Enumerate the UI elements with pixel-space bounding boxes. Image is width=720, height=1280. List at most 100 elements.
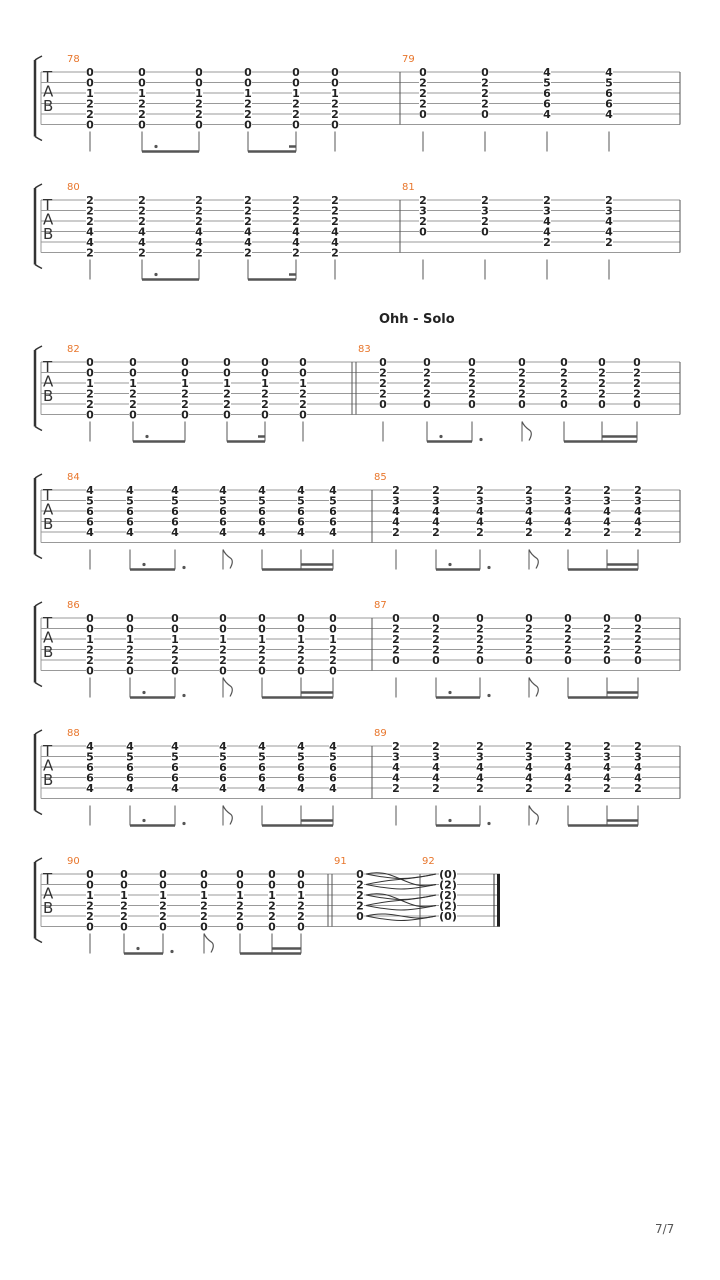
fret-number: 6 [219, 516, 227, 529]
fret-number: 2 [481, 215, 489, 228]
fret-number: 0 [244, 119, 252, 132]
fret-number: (0) [439, 868, 457, 881]
fret-number: 5 [605, 77, 613, 90]
fret-number: 1 [129, 377, 137, 390]
fret-number: 0 [379, 398, 387, 411]
fret-mask [518, 367, 526, 378]
tab-system: TAB9000122000122000122000122000122000122… [33, 856, 500, 955]
fret-mask [86, 762, 94, 772]
fret-mask [138, 67, 146, 77]
fret-number: 0 [468, 356, 476, 369]
fret-number: 1 [120, 889, 128, 902]
fret-mask [86, 226, 94, 237]
fret-mask [634, 623, 642, 634]
fret-number: 1 [297, 889, 305, 902]
fret-mask [476, 634, 484, 644]
fret-number: 6 [258, 516, 266, 529]
fret-number: 6 [126, 505, 134, 518]
fret-mask [223, 409, 231, 420]
fret-number: 3 [432, 751, 440, 764]
fret-number: 0 [297, 868, 305, 881]
fret-mask [633, 399, 641, 409]
fret-mask [219, 495, 227, 506]
fret-mask [392, 655, 400, 665]
fret-number: 2 [603, 484, 611, 497]
fret-mask [171, 527, 179, 537]
fret-mask [634, 485, 642, 495]
fret-mask [603, 516, 611, 527]
fret-number: 2 [379, 367, 387, 380]
fret-mask [634, 495, 642, 506]
fret-number: 3 [634, 495, 642, 508]
fret-number: 2 [329, 654, 337, 667]
fret-mask [356, 869, 364, 879]
fret-number: 2 [297, 900, 305, 913]
measure-number: 85 [374, 472, 387, 483]
fret-number: 2 [525, 484, 533, 497]
fret-number: 4 [86, 526, 94, 539]
note-flag [222, 677, 233, 697]
fret-mask [481, 216, 489, 226]
fret-mask [244, 247, 252, 258]
fret-mask [86, 921, 94, 932]
fret-number: 4 [219, 484, 227, 497]
fret-mask [171, 623, 179, 634]
fret-mask [86, 367, 94, 378]
fret-mask [126, 506, 134, 516]
fret-mask [292, 67, 300, 77]
fret-number: 2 [86, 388, 94, 401]
fret-mask [86, 613, 94, 623]
fret-mask [356, 890, 364, 900]
fret-number: 2 [525, 644, 533, 657]
fret-mask [171, 644, 179, 655]
fret-number: 4 [138, 236, 146, 249]
fret-mask [86, 665, 94, 676]
fret-number: 2 [292, 247, 300, 260]
fret-number: 0 [86, 612, 94, 625]
fret-number: 4 [605, 215, 613, 228]
fret-number: 4 [219, 740, 227, 753]
fret-mask [86, 88, 94, 98]
fret-number: 0 [423, 356, 431, 369]
fret-mask [476, 762, 484, 772]
fret-mask [181, 378, 189, 388]
tab-clef-letter: T [42, 196, 53, 214]
fret-number: 4 [86, 226, 94, 239]
fret-number: 2 [219, 654, 227, 667]
fret-number: 4 [258, 782, 266, 795]
fret-number: 2 [423, 388, 431, 401]
fret-number: 0 [331, 119, 339, 132]
fret-mask [432, 634, 440, 644]
fret-mask [236, 911, 244, 921]
fret-number: 0 [86, 119, 94, 132]
fret-mask [268, 921, 276, 932]
fret-number: 1 [292, 87, 300, 100]
note-flag [528, 677, 539, 697]
fret-number: 0 [236, 868, 244, 881]
bracket-bottom-hook [34, 425, 43, 432]
fret-mask [268, 879, 276, 890]
fret-mask [219, 665, 227, 676]
fret-mask [468, 399, 476, 409]
fret-mask [126, 634, 134, 644]
bracket-top-hook [34, 183, 43, 189]
fret-mask [126, 762, 134, 772]
fret-number: 2 [159, 900, 167, 913]
fret-number: 4 [126, 740, 134, 753]
fret-number: 2 [86, 900, 94, 913]
fret-number: 2 [86, 215, 94, 228]
fret-number: 2 [564, 782, 572, 795]
fret-number: 2 [633, 377, 641, 390]
fret-number: 5 [219, 751, 227, 764]
fret-mask [126, 623, 134, 634]
fret-number: 1 [261, 377, 269, 390]
fret-number: 2 [598, 367, 606, 380]
fret-mask [195, 67, 203, 77]
fret-number: 0 [634, 654, 642, 667]
fret-number: 1 [171, 633, 179, 646]
fret-number: 0 [331, 66, 339, 79]
fret-number: 4 [171, 782, 179, 795]
fret-mask [605, 67, 613, 77]
fret-mask [86, 890, 94, 900]
